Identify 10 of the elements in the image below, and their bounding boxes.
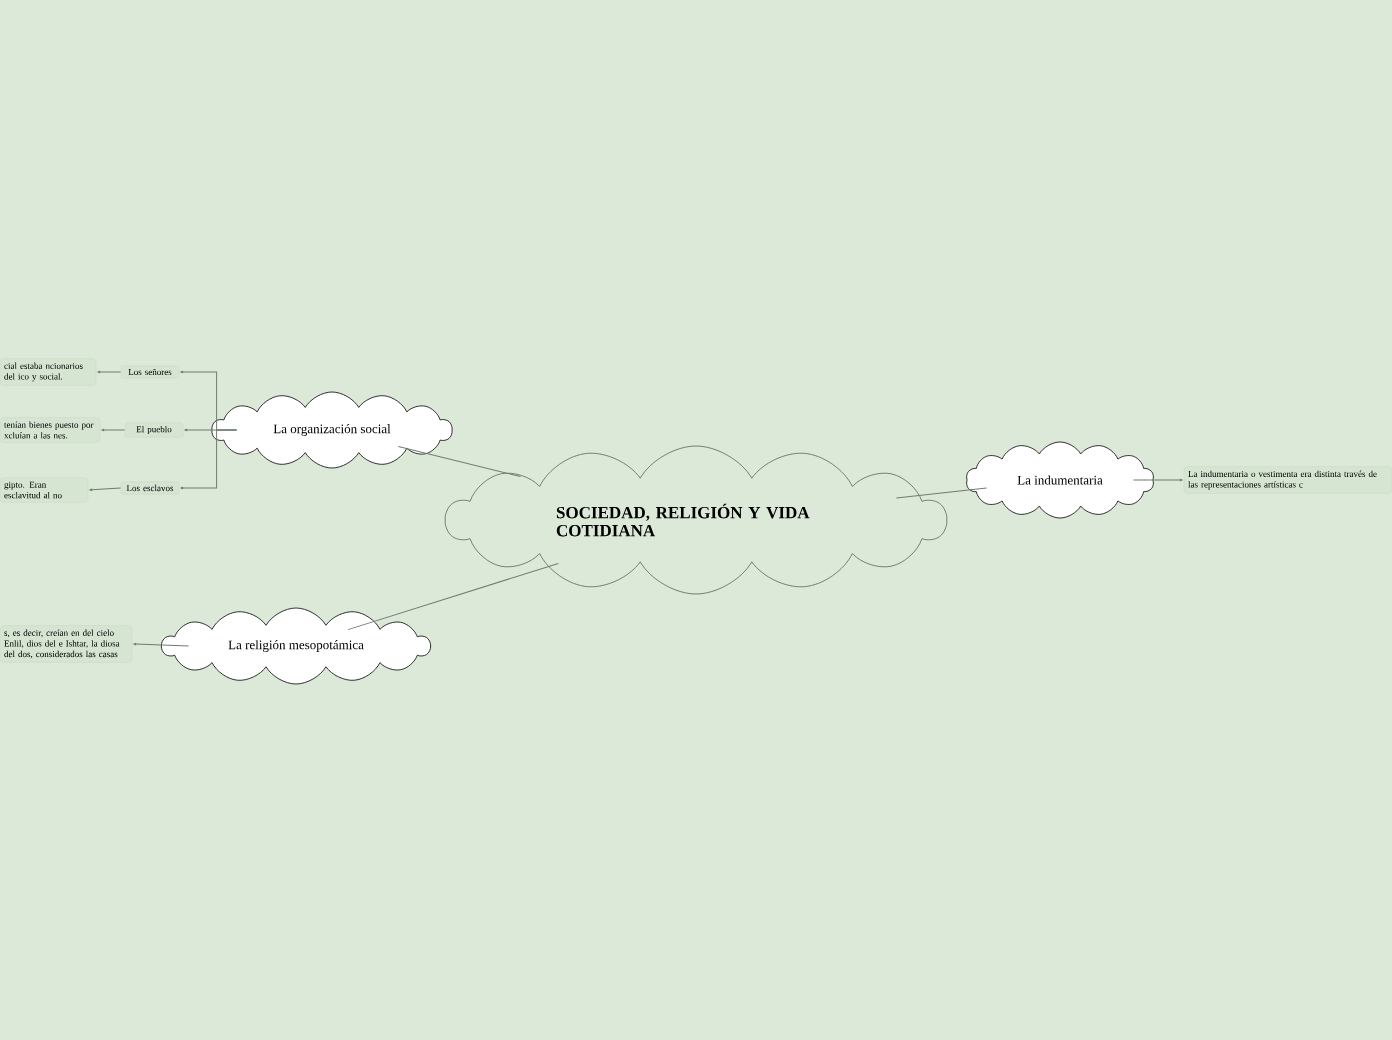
connector xyxy=(347,562,559,631)
connector xyxy=(101,428,126,432)
connector xyxy=(89,487,122,492)
connector xyxy=(397,445,522,478)
connector xyxy=(1132,478,1183,482)
central-cloud: SOCIEDAD, RELIGIÓN Y VIDA COTIDIANA xyxy=(444,445,948,595)
connector xyxy=(895,487,988,499)
connector xyxy=(180,429,238,490)
connector xyxy=(133,642,190,647)
connector xyxy=(97,370,122,374)
